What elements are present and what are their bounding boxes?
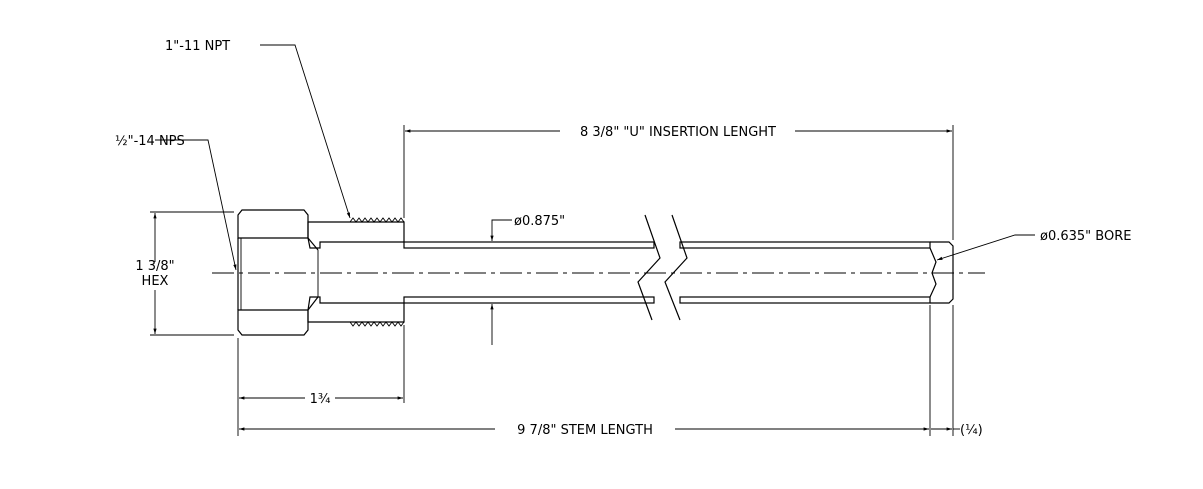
stem-diameter-dimension: ø0.875" bbox=[490, 214, 565, 345]
bottom-dimensions: 1¾ 9 7/8" STEM LENGTH (¼) bbox=[237, 305, 983, 438]
stem-diameter-label: ø0.875" bbox=[514, 214, 565, 229]
break-line-right bbox=[664, 214, 688, 321]
bore-leader bbox=[936, 234, 1035, 261]
stem-length-label: 9 7/8" STEM LENGTH bbox=[517, 423, 653, 438]
stem bbox=[403, 214, 954, 321]
bore-label: ø0.635" BORE bbox=[1040, 229, 1131, 244]
hex-size-label: 1 3/8" bbox=[135, 259, 174, 274]
hex-length-label: 1¾ bbox=[310, 392, 331, 407]
insertion-label: 8 3/8" "U" INSERTION LENGHT bbox=[580, 125, 776, 140]
npt-leader bbox=[260, 44, 351, 219]
nps-label: ½"-14 NPS bbox=[115, 134, 185, 149]
break-line-left bbox=[637, 214, 661, 321]
hex-dimension: 1 3/8" HEX bbox=[135, 211, 234, 336]
tip-length-label: (¼) bbox=[960, 423, 983, 438]
hex-word-label: HEX bbox=[142, 274, 169, 289]
npt-label: 1"-11 NPT bbox=[165, 39, 230, 54]
threaded-section bbox=[307, 217, 405, 327]
hex-section bbox=[237, 209, 309, 336]
nps-leader bbox=[155, 139, 237, 271]
insertion-dimension: 8 3/8" "U" INSERTION LENGHT bbox=[403, 125, 954, 240]
